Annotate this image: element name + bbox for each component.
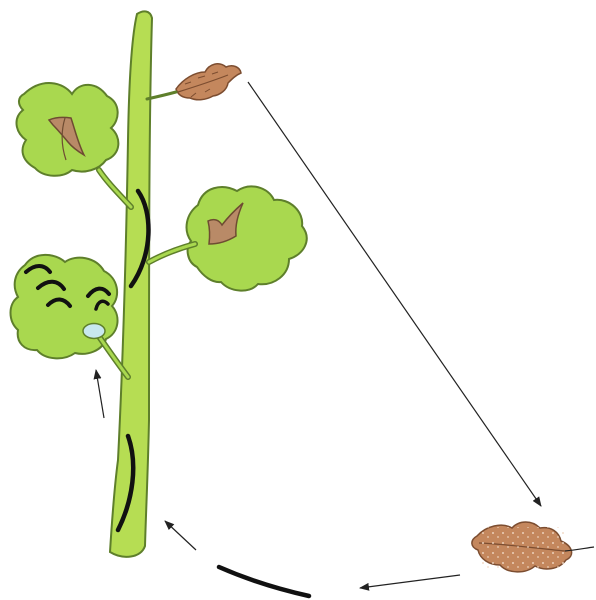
infected-lower-left-leaf [11,255,129,377]
fallen-dead-leaf-icon [472,522,594,572]
arrow-icon [96,370,104,418]
arrow-icon [165,521,196,550]
right-leaf [149,186,307,290]
arrows [96,82,541,588]
arrow-icon [248,82,541,506]
upper-left-leaf [17,83,131,207]
arrow-icon [360,575,460,588]
spore-mass-icon [83,324,105,339]
attached-dead-leaf-icon [147,64,241,100]
